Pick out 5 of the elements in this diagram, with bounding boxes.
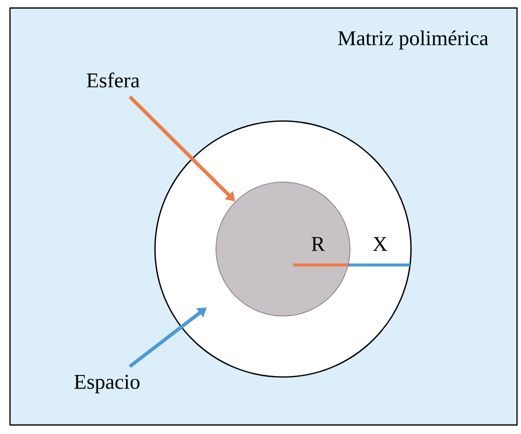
callout-text: Espacio [74, 374, 140, 394]
sphere-circle [216, 182, 350, 316]
dimension-label: R [312, 237, 325, 251]
callout-text: Esfera [86, 72, 140, 88]
dimension-label: X [372, 237, 388, 251]
